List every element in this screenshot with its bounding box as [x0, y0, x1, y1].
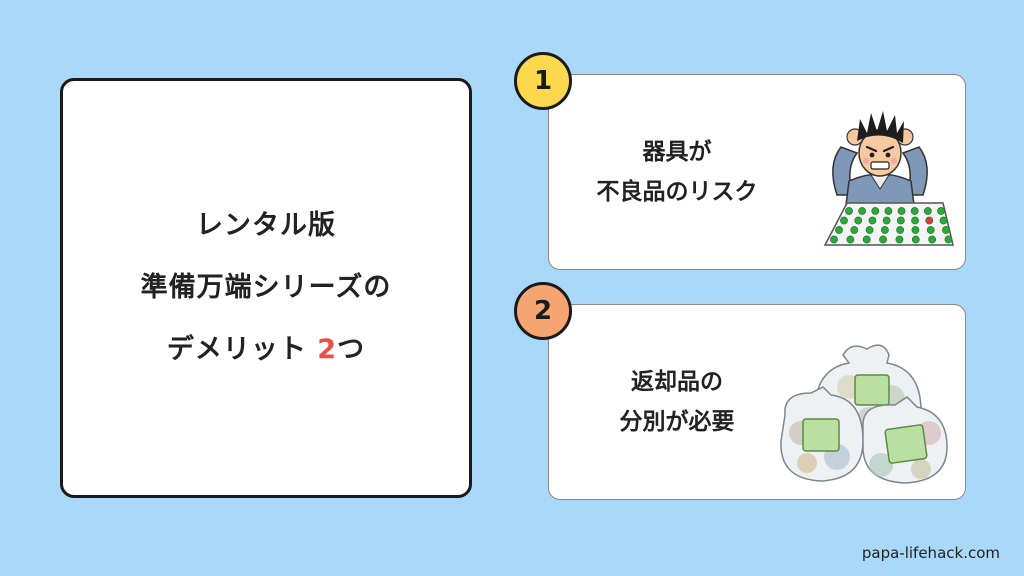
peg	[897, 207, 906, 215]
peg	[830, 235, 838, 244]
peg	[871, 207, 880, 215]
frustrated-person-board-icon	[823, 111, 954, 246]
peg	[846, 235, 855, 244]
peg	[862, 235, 871, 244]
peg	[854, 216, 863, 225]
point-2-text: 返却品の 分別が必要	[559, 305, 795, 499]
point-1-number-badge: 1	[514, 52, 572, 110]
peg	[896, 216, 905, 225]
peg	[896, 226, 905, 234]
peg	[835, 226, 843, 234]
peg	[911, 226, 920, 234]
peg	[880, 226, 889, 234]
peg	[858, 207, 867, 215]
main-title-card: レンタル版 準備万端シリーズの デメリット 2つ	[60, 78, 472, 498]
peg	[850, 226, 859, 234]
main-title-line-2: 準備万端シリーズの	[140, 272, 392, 303]
peg	[879, 235, 887, 244]
peg	[882, 216, 891, 225]
peg	[884, 207, 893, 215]
peg	[911, 216, 919, 225]
point-2-line-1: 返却品の	[631, 369, 723, 395]
point-1-text: 器具が 不良品のリスク	[559, 75, 795, 269]
garbage-bags-icon	[780, 344, 948, 484]
demerit-count: 2	[317, 334, 338, 365]
main-title-line-3: デメリット 2つ	[167, 319, 365, 381]
peg	[845, 207, 853, 215]
point-1-line-1: 器具が	[642, 139, 712, 165]
peg	[923, 207, 932, 215]
peg	[865, 226, 874, 234]
point-card-2: 返却品の 分別が必要	[548, 304, 966, 500]
peg	[942, 226, 950, 234]
point-1-line-2: 不良品のリスク	[596, 179, 758, 205]
point-2-number-badge: 2	[514, 282, 572, 340]
point-2-line-2: 分別が必要	[619, 409, 735, 435]
peg	[937, 207, 945, 215]
peg	[895, 235, 904, 244]
peg	[939, 216, 948, 225]
point-card-1: 器具が 不良品のリスク	[548, 74, 966, 270]
peg	[868, 216, 877, 225]
main-title-line-3-text: デメリット	[166, 334, 318, 365]
peg	[840, 216, 848, 225]
main-title-line-3-suffix: つ	[337, 334, 366, 365]
site-url: papa-lifehack.com	[861, 544, 1000, 562]
main-title-line-1: レンタル版	[196, 210, 336, 241]
defective-peg	[925, 216, 934, 225]
peg	[944, 235, 953, 244]
peg	[928, 235, 937, 244]
peg	[926, 226, 935, 234]
peg	[911, 235, 920, 244]
peg	[910, 207, 919, 215]
